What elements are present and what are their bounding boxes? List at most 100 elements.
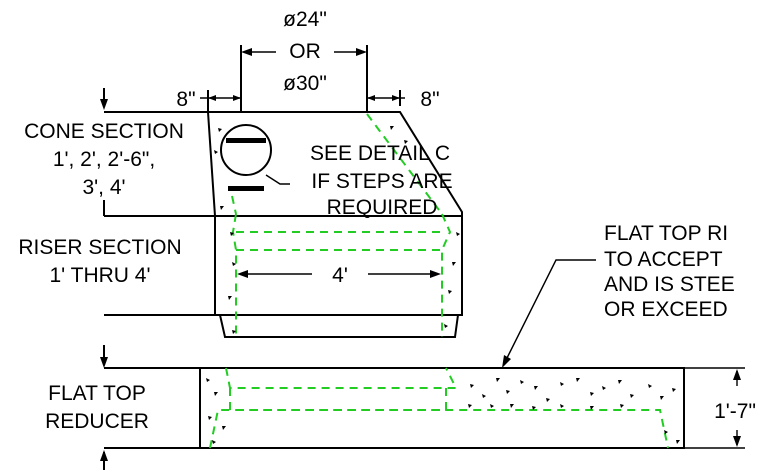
aggregate-speckle — [444, 324, 448, 328]
aggregate-speckle — [676, 440, 680, 444]
aggregate-speckle — [664, 430, 668, 434]
aggregate-speckle — [532, 406, 536, 410]
aggregate-speckle — [448, 290, 452, 294]
opening-dimension-or: OR — [289, 40, 321, 63]
reducer-base-recess — [209, 409, 669, 449]
riser-width-arrow-left — [237, 270, 248, 278]
reducer-opening-walls — [229, 388, 447, 411]
flat-top-reducer-label-2: REDUCER — [45, 410, 149, 433]
reducer-bottom-arrow — [100, 450, 108, 461]
reducer-note-line3: AND IS STEE — [604, 273, 735, 296]
aggregate-speckle — [218, 128, 222, 132]
aggregate-speckle — [648, 384, 652, 388]
cone-section: SEE DETAIL C IF STEPS ARE REQUIRED — [206, 111, 463, 219]
aggregate-speckle — [660, 396, 664, 400]
reducer-note-leader — [503, 259, 596, 365]
detail-c-circle — [220, 124, 272, 176]
offset-right-label: 8" — [420, 88, 439, 111]
reducer-note-arrow — [502, 355, 511, 368]
detail-c-note-line1: SEE DETAIL C — [310, 142, 450, 165]
aggregate-speckle — [490, 404, 494, 408]
aggregate-speckle — [546, 398, 550, 402]
cone-section-sizes-2: 3', 4' — [82, 176, 125, 199]
reducer-height-label: 1'-7" — [714, 400, 756, 423]
aggregate-speckle — [630, 394, 634, 398]
concrete-aggregate-hatching — [206, 126, 680, 444]
offset-dimensions: 8" 8" — [176, 88, 440, 112]
cone-inner-left — [231, 195, 237, 215]
detail-c-note-line3: REQUIRED — [327, 196, 438, 219]
reducer-note-line2: TO ACCEPT — [604, 248, 723, 271]
riser-width-arrow-right — [430, 270, 441, 278]
flat-top-reducer: 1'-7" — [199, 259, 756, 449]
riser-section-sizes: 1' THRU 4' — [50, 264, 151, 287]
cone-section-sizes: 1', 2', 2'-6", — [53, 148, 155, 171]
reducer-opening — [225, 367, 458, 389]
riser-inner-left — [231, 213, 237, 337]
aggregate-speckle — [228, 296, 232, 300]
reducer-outline — [199, 367, 685, 449]
opening-dimension-24: ø24" — [283, 8, 327, 31]
reducer-height-arrow-top — [733, 369, 741, 380]
aggregate-speckle — [618, 380, 622, 384]
opening-dimension-30: ø30" — [283, 72, 327, 95]
offset-arrow-left-a — [208, 95, 216, 101]
aggregate-speckle — [496, 378, 500, 382]
aggregate-speckle — [232, 330, 236, 334]
aggregate-speckle — [470, 384, 474, 388]
aggregate-speckle — [576, 378, 580, 382]
step-rung-lower — [228, 186, 264, 191]
reducer-note-line1: FLAT TOP RI — [604, 222, 728, 245]
aggregate-speckle — [510, 404, 514, 408]
flat-top-reducer-label: FLAT TOP — [48, 382, 146, 405]
offset-arrow-right-b — [392, 95, 400, 101]
riser-inner-right — [441, 213, 452, 337]
aggregate-speckle — [620, 404, 624, 408]
cone-inner-taper — [366, 113, 443, 215]
top-opening-dimension: ø24" OR ø30" — [240, 8, 368, 112]
aggregate-speckle — [390, 126, 394, 130]
aggregate-speckle — [230, 232, 234, 236]
left-reference-dimensions — [100, 88, 215, 470]
aggregate-speckle — [560, 382, 564, 386]
detail-c-note-line2: IF STEPS ARE — [311, 170, 452, 193]
dimension-arrow-left — [241, 48, 252, 56]
reducer-note-line4: OR EXCEED — [604, 298, 728, 321]
offset-arrow-left-b — [233, 95, 241, 101]
aggregate-speckle — [456, 232, 460, 236]
reducer-dimension-arrow — [100, 357, 108, 368]
aggregate-speckle — [214, 150, 218, 154]
aggregate-speckle — [232, 262, 236, 266]
riser-spigot — [219, 314, 459, 338]
aggregate-speckle — [220, 206, 224, 210]
aggregate-speckle — [222, 426, 226, 430]
aggregate-speckle — [404, 140, 408, 144]
aggregate-speckle — [534, 386, 538, 390]
dimension-arrow-right — [356, 48, 367, 56]
aggregate-speckle — [452, 262, 456, 266]
aggregate-speckle — [590, 406, 594, 410]
aggregate-speckle — [560, 404, 564, 408]
aggregate-speckle — [602, 386, 606, 390]
aggregate-speckle — [672, 388, 676, 392]
riser-section: 4' — [214, 213, 463, 338]
aggregate-speckle — [206, 378, 210, 382]
riser-outline — [214, 215, 463, 316]
offset-arrow-right-a — [367, 95, 375, 101]
aggregate-speckle — [214, 392, 218, 396]
aggregate-speckle — [482, 394, 486, 398]
detail-c-leader — [265, 174, 290, 185]
reducer-note: FLAT TOP RI TO ACCEPT AND IS STEE OR EXC… — [604, 222, 735, 321]
offset-left-label: 8" — [176, 88, 195, 111]
aggregate-speckle — [212, 440, 216, 444]
aggregate-speckle — [208, 416, 212, 420]
cone-outline — [206, 111, 463, 217]
cone-section-label: CONE SECTION — [24, 120, 184, 143]
section-labels: CONE SECTION 1', 2', 2'-6", 3', 4' RISER… — [18, 120, 184, 433]
aggregate-speckle — [506, 390, 510, 394]
step-rung-upper — [226, 138, 266, 143]
aggregate-speckle — [520, 380, 524, 384]
riser-width-label: 4' — [332, 264, 348, 287]
riser-section-label: RISER SECTION — [18, 236, 181, 259]
